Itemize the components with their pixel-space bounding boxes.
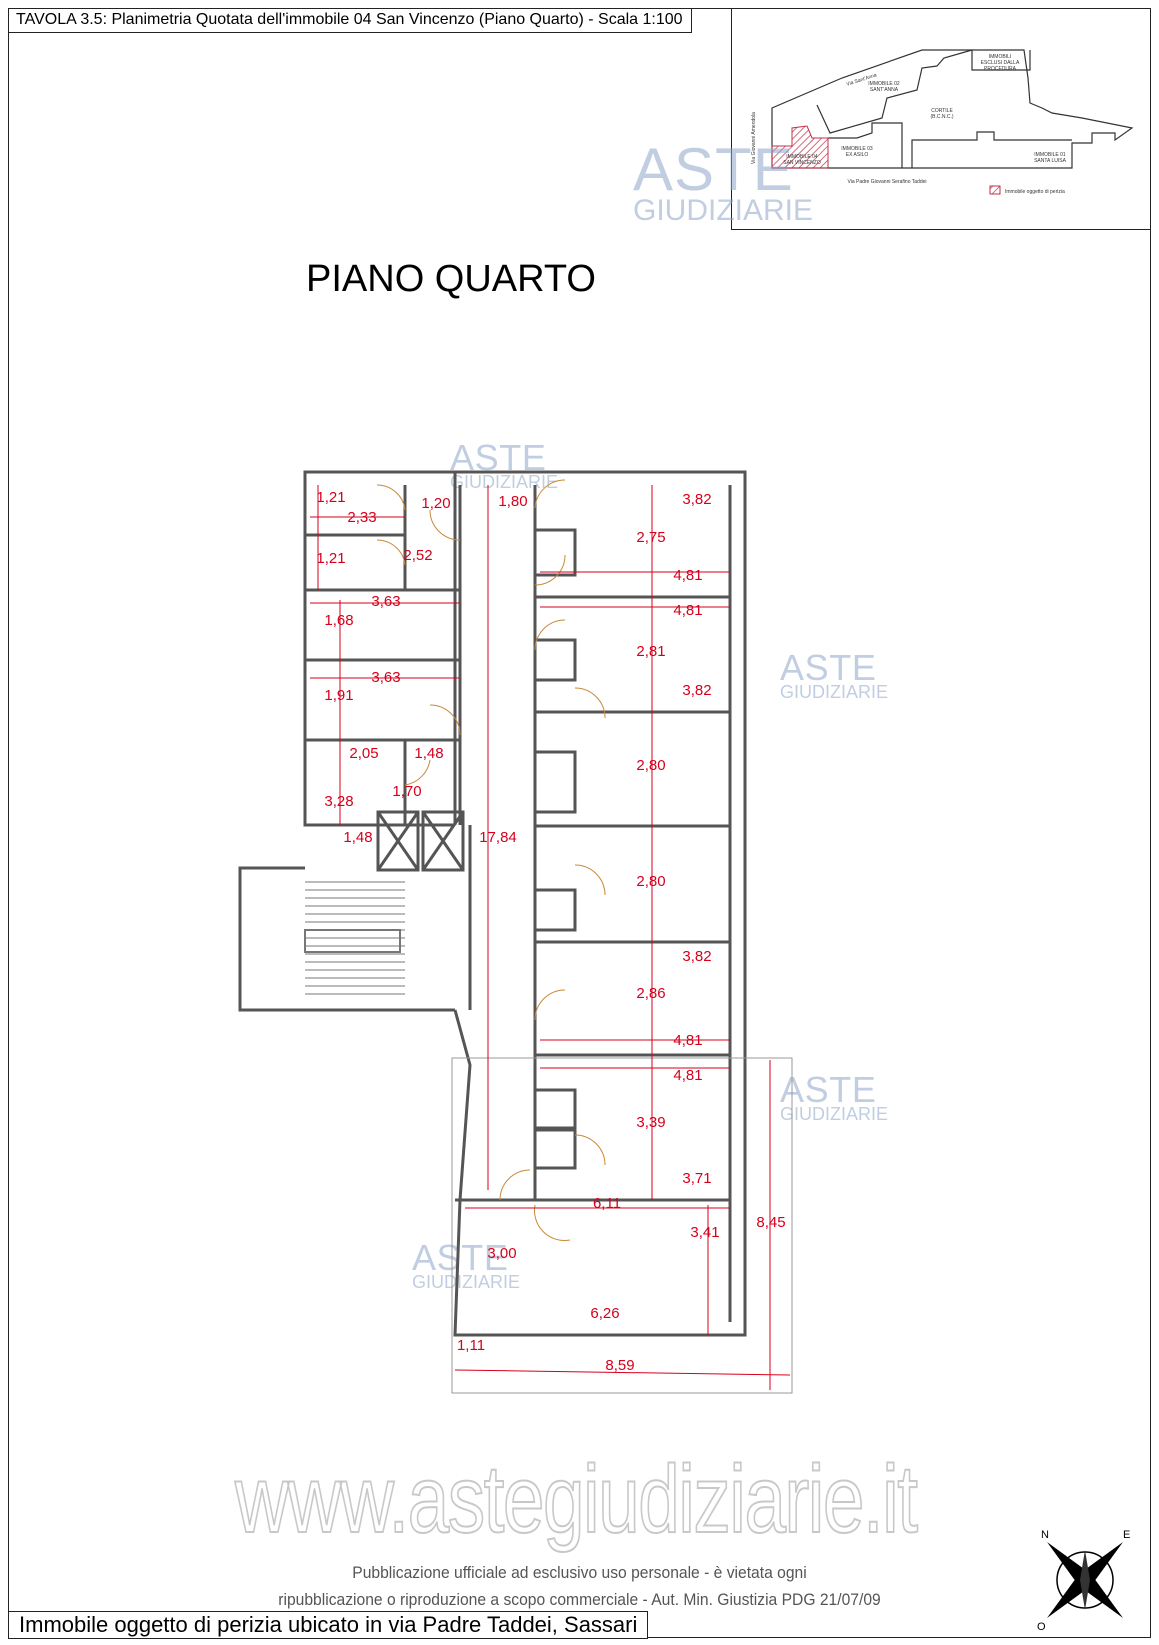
compass-rose-icon: N O E — [1037, 1529, 1130, 1633]
keymap-subject-property — [771, 125, 829, 169]
keymap-drawing: Via Sant'Anna Via Giovanni Amendola Via … — [751, 49, 1134, 195]
dimension-label: 8,59 — [605, 1357, 634, 1374]
dimension-label: 3,39 — [636, 1114, 665, 1131]
block-label: PROCEDURA — [984, 66, 1017, 72]
dimension-label: 1,20 — [421, 495, 450, 512]
dimension-label: 3,82 — [682, 948, 711, 965]
keymap-block-03 — [828, 122, 903, 168]
block-label: EX ASILO — [846, 152, 869, 158]
keymap-site-outline — [771, 49, 1134, 169]
block-label: CORTILE — [931, 108, 953, 114]
dimension-label: 6,11 — [593, 1195, 621, 1212]
elevator-shaft — [421, 810, 465, 872]
dimension-label: 4,81 — [673, 602, 702, 619]
west-label: O — [1037, 1621, 1046, 1633]
elevator-shaft — [376, 810, 420, 872]
block-label: SANT'ANNA — [870, 87, 899, 93]
block-label: IMMOBILE 01 — [1034, 152, 1066, 158]
floor-heading: PIANO QUARTO — [306, 258, 596, 300]
keymap-block-02 — [816, 49, 973, 134]
dimension-label: 3,82 — [682, 682, 711, 699]
dimension-label: 1,21 — [316, 489, 345, 506]
block-label: IMMOBILE 02 — [868, 81, 900, 87]
west-partitions — [305, 485, 462, 825]
dimension-label: 2,81 — [636, 643, 665, 660]
dimension-label: 2,05 — [349, 745, 378, 762]
publication-notice-line1: Pubblicazione ufficiale ad esclusivo uso… — [352, 1563, 807, 1582]
doors — [376, 479, 606, 1241]
stair-outer-wall — [238, 866, 455, 1012]
street-label: Via Padre Giovanni Serafino Taddei — [847, 179, 926, 185]
dimension-label: 2,86 — [636, 985, 665, 1002]
dimension-label: 1,80 — [498, 493, 527, 510]
dimension-label: 2,80 — [636, 757, 665, 774]
dimension-label: 1,91 — [324, 687, 353, 704]
balcony-outline — [451, 1057, 793, 1394]
dimension-label: 3,28 — [324, 793, 353, 810]
dimension-label: 8,45 — [756, 1214, 785, 1231]
dimension-label: 1,48 — [343, 829, 372, 846]
dimension-label: 1,70 — [392, 783, 421, 800]
location-keymap: Via Sant'Anna Via Giovanni Amendola Via … — [731, 8, 1151, 230]
dimension-label: 3,00 — [487, 1245, 516, 1262]
legend-label: Immobile oggetto di perizia — [1005, 189, 1065, 195]
property-location-caption: Immobile oggetto di perizia ubicato in v… — [8, 1611, 649, 1639]
dimension-label: 1,48 — [414, 745, 443, 762]
dimension-label: 2,33 — [347, 509, 376, 526]
legend-swatch — [989, 185, 1001, 195]
dimension-label: 1,11 — [457, 1337, 485, 1354]
keymap-block-excluded — [971, 50, 1031, 71]
north-label: N — [1041, 1529, 1049, 1541]
keymap-block-01 — [911, 131, 1072, 168]
block-label: SAN VINCENZO — [783, 160, 821, 166]
block-label: IMMOBILE 03 — [841, 146, 873, 152]
dimension-label: 2,75 — [636, 529, 665, 546]
block-label: SANTA LUISA — [1034, 158, 1067, 164]
dimension-label: 17,84 — [479, 829, 517, 846]
dimension-label: 4,81 — [673, 1032, 702, 1049]
dimension-label: 3,71 — [682, 1170, 711, 1187]
dimension-label: 3,82 — [682, 491, 711, 508]
watermark-url: www.astegiudiziarie.it — [234, 1445, 919, 1554]
block-label: IMMOBILE 04 — [786, 154, 818, 160]
dimension-label: 4,81 — [673, 567, 702, 584]
east-partitions — [455, 485, 732, 1322]
dimension-label: 3,41 — [690, 1224, 719, 1241]
dimension-label: 2,80 — [636, 873, 665, 890]
dimension-lines — [310, 485, 791, 1390]
dimension-label: 4,81 — [673, 1067, 702, 1084]
dimension-label: 3,63 — [371, 593, 400, 610]
dimension-label: 3,63 — [371, 669, 400, 686]
street-label: Via Giovanni Amendola — [751, 112, 757, 164]
dimension-label: 2,52 — [403, 547, 432, 564]
staircase — [304, 881, 405, 995]
dimension-label: 1,21 — [316, 550, 345, 567]
west-block-wall — [303, 470, 457, 827]
publication-notice-line2: ripubblicazione o riproduzione a scopo c… — [278, 1590, 881, 1609]
drawing-title: TAVOLA 3.5: Planimetria Quotata dell'imm… — [8, 8, 692, 33]
block-label: ESCLUSI DALLA — [981, 60, 1020, 66]
main-outer-wall — [453, 470, 747, 1337]
block-label: IMMOBILI — [989, 54, 1012, 60]
dimension-label: 6,26 — [590, 1305, 619, 1322]
dimension-label: 1,68 — [324, 612, 353, 629]
east-label: E — [1123, 1529, 1130, 1541]
block-label: (B.C.N.C.) — [930, 114, 953, 120]
walls — [238, 470, 747, 1337]
